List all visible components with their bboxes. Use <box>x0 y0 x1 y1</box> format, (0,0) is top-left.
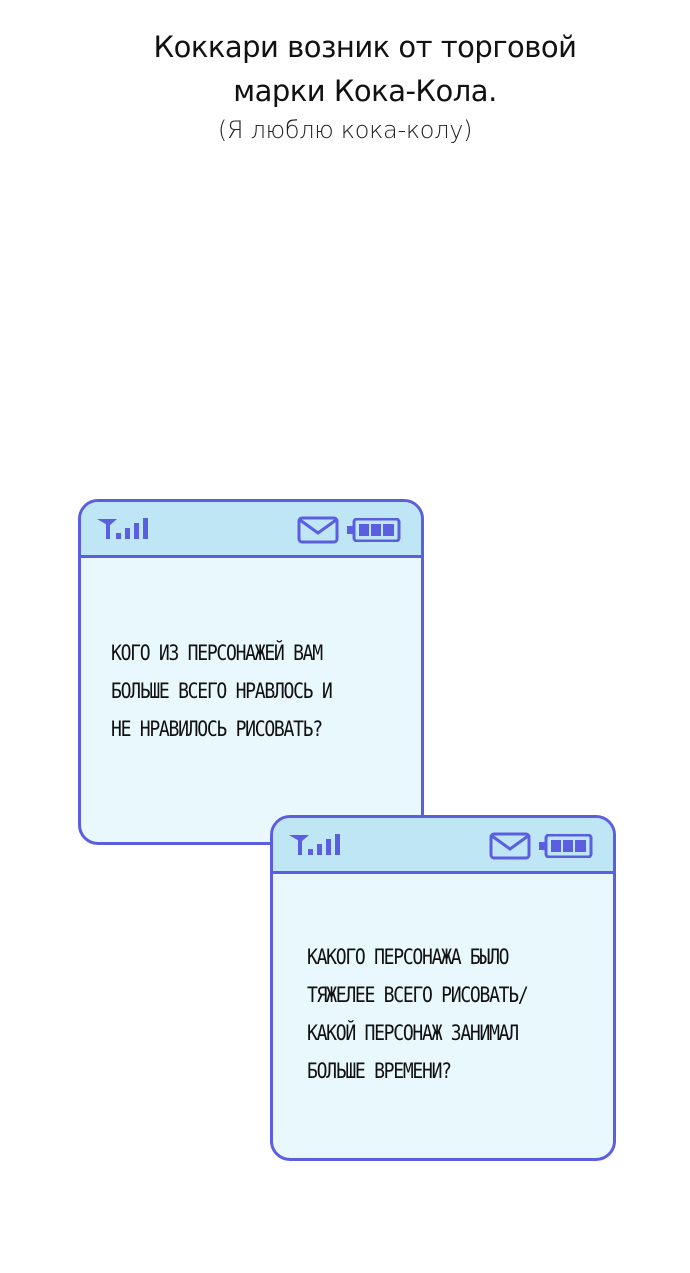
caption-line-1: Коккари возник от торговой <box>153 30 577 64</box>
message-text: КОГО ИЗ ПЕРСОНАЖЕЙ ВАМ БОЛЬШЕ ВСЕГО НРАВ… <box>111 641 333 741</box>
phone-status-bar <box>273 818 613 874</box>
mail-icon <box>297 516 339 544</box>
signal-icon <box>97 518 148 539</box>
battery-icon <box>347 518 401 542</box>
caption-subtitle: (Я люблю кока-колу) <box>217 116 473 144</box>
phone-message-card-2: КАКОГО ПЕРСОНАЖА БЫЛО ТЯЖЕЛЕЕ ВСЕГО РИСО… <box>270 815 616 1161</box>
battery-icon <box>539 834 593 858</box>
phone-message-card-1: КОГО ИЗ ПЕРСОНАЖЕЙ ВАМ БОЛЬШЕ ВСЕГО НРАВ… <box>78 499 424 845</box>
caption-line-2: марки Кока-Кола. <box>233 74 497 108</box>
phone-status-bar <box>81 502 421 558</box>
signal-icon <box>289 834 340 855</box>
message-text: КАКОГО ПЕРСОНАЖА БЫЛО ТЯЖЕЛЕЕ ВСЕГО РИСО… <box>307 945 529 1083</box>
mail-icon <box>489 832 531 860</box>
